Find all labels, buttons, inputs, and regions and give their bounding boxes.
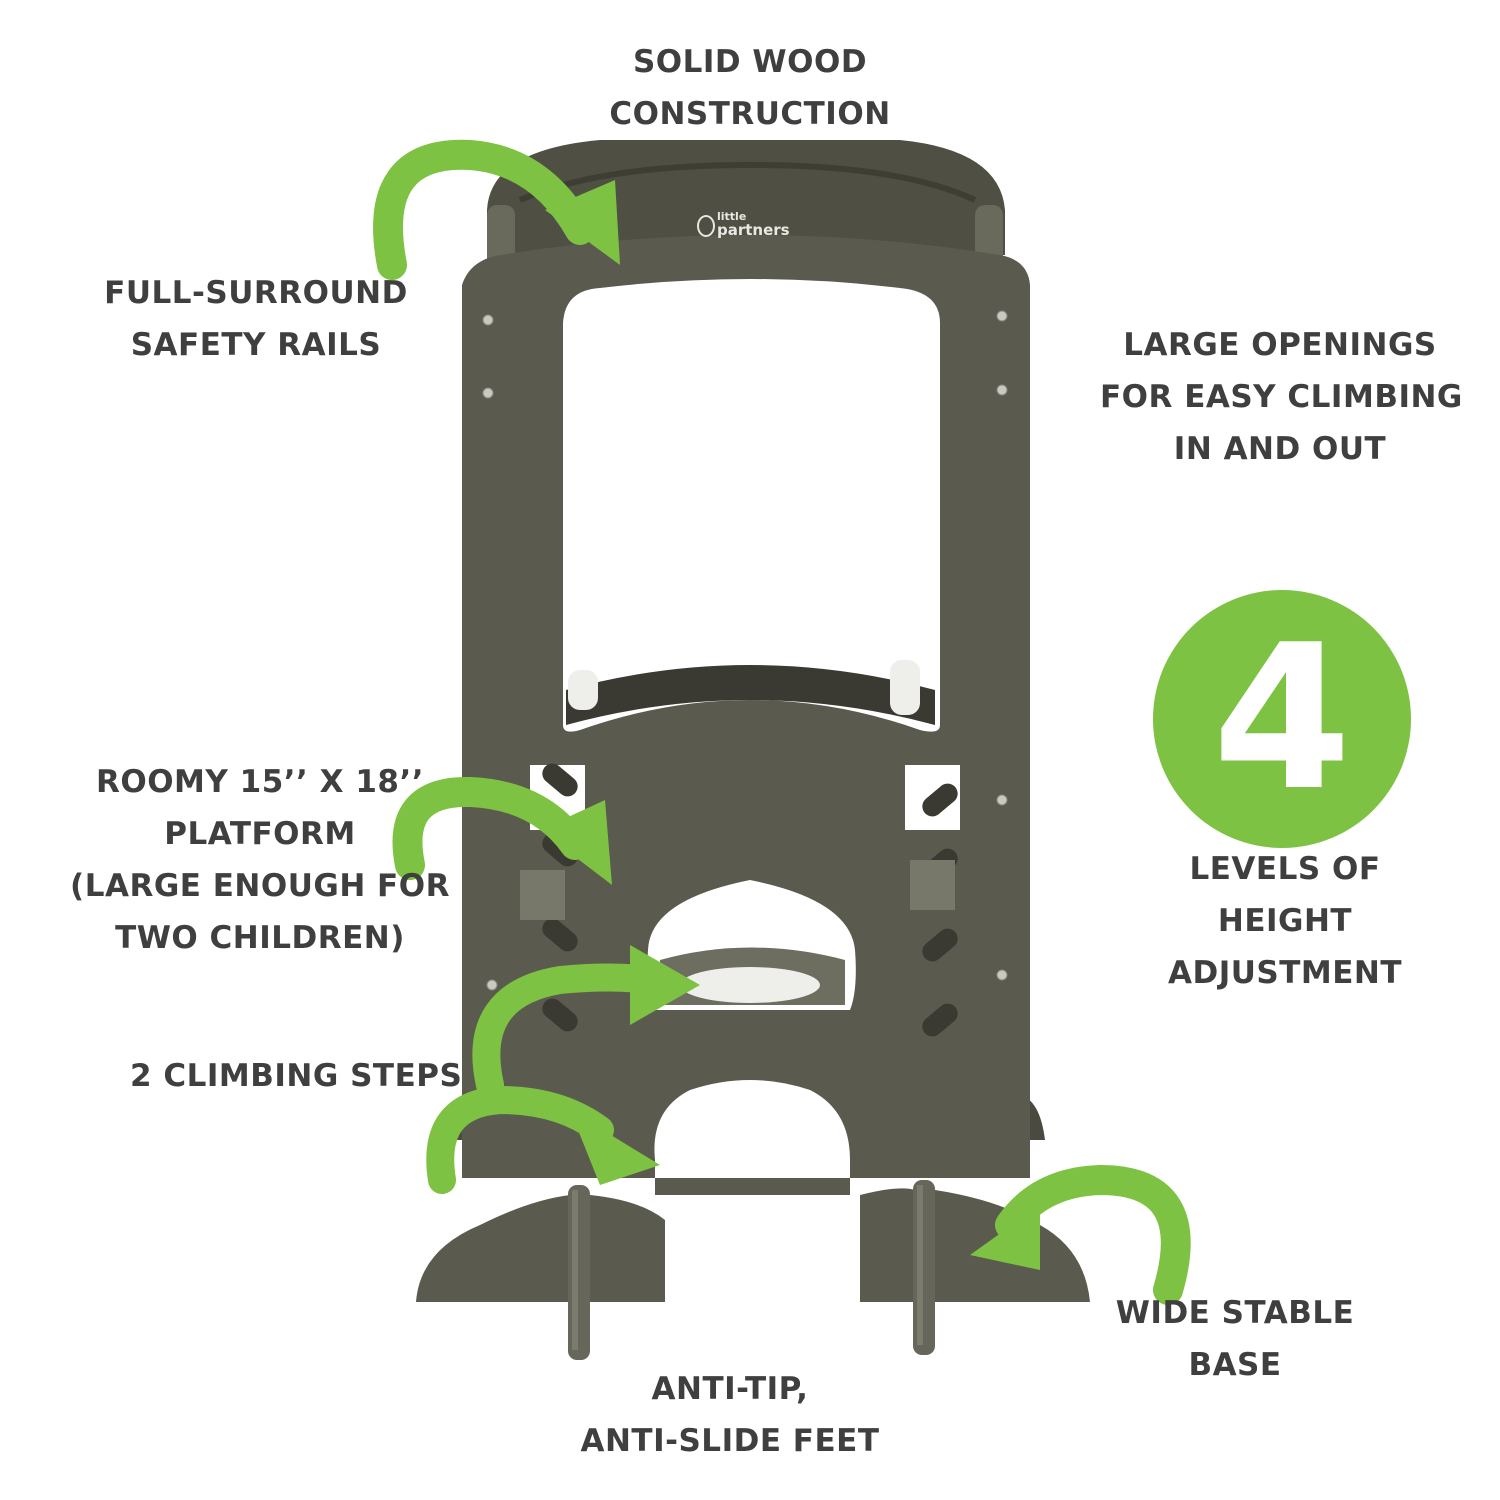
label-line: ANTI-TIP, — [651, 1371, 809, 1407]
levels-badge: 4 — [1153, 590, 1411, 848]
label-line: 2 CLIMBING STEPS — [130, 1058, 463, 1094]
arrow-solid-wood — [373, 139, 595, 280]
label-line: IN AND OUT — [1173, 431, 1387, 467]
label-line: BASE — [1188, 1347, 1282, 1383]
label-feet: ANTI-TIP, ANTI-SLIDE FEET — [575, 1363, 885, 1467]
green-arrows — [373, 139, 1191, 1305]
label-platform: ROOMY 15’’ X 18’’ PLATFORM (LARGE ENOUGH… — [70, 756, 450, 964]
label-base: WIDE STABLE BASE — [1110, 1287, 1360, 1391]
label-line: ADJUSTMENT — [1167, 955, 1403, 991]
front-panel — [462, 235, 1030, 1195]
label-line: PLATFORM — [164, 816, 356, 852]
label-line: FULL-SURROUND — [104, 275, 408, 311]
label-line: SAFETY RAILS — [130, 327, 382, 363]
label-steps: 2 CLIMBING STEPS — [130, 1050, 463, 1102]
label-line: CONSTRUCTION — [609, 96, 891, 132]
label-line: LARGE OPENINGS — [1123, 327, 1437, 363]
arrow-step-upper — [472, 963, 664, 1099]
levels-circle — [1153, 590, 1411, 848]
base-foot — [416, 1195, 570, 1302]
label-safety-rails: FULL-SURROUND SAFETY RAILS — [96, 267, 416, 371]
label-solid-wood: SOLID WOOD CONSTRUCTION — [600, 36, 900, 140]
anti-tip-foot-right — [913, 1180, 935, 1355]
label-line: WIDE STABLE — [1115, 1295, 1355, 1331]
label-line: HEIGHT — [1217, 903, 1353, 939]
label-line: TWO CHILDREN) — [115, 920, 405, 956]
label-line: SOLID WOOD — [632, 44, 868, 80]
brand-logo: little partners — [697, 205, 807, 245]
label-line: LEVELS OF — [1189, 851, 1381, 887]
label-line: ANTI-SLIDE FEET — [580, 1423, 880, 1459]
label-line: (LARGE ENOUGH FOR — [70, 868, 450, 904]
brand-name-line2: partners — [717, 221, 790, 239]
arrow-base — [995, 1165, 1191, 1305]
label-openings: LARGE OPENINGS FOR EASY CLIMBING IN AND … — [1100, 319, 1463, 475]
levels-number: 4 — [1212, 602, 1352, 835]
brand-logo-icon — [697, 215, 715, 237]
arrow-platform — [392, 776, 590, 880]
anti-tip-foot-left — [568, 1185, 590, 1360]
screws — [482, 310, 1008, 991]
brand-name-line1: little — [717, 210, 747, 223]
label-line: ROOMY 15’’ X 18’’ — [95, 764, 425, 800]
label-line: FOR EASY CLIMBING — [1100, 379, 1463, 415]
label-levels: LEVELS OF HEIGHT ADJUSTMENT — [1140, 843, 1430, 999]
